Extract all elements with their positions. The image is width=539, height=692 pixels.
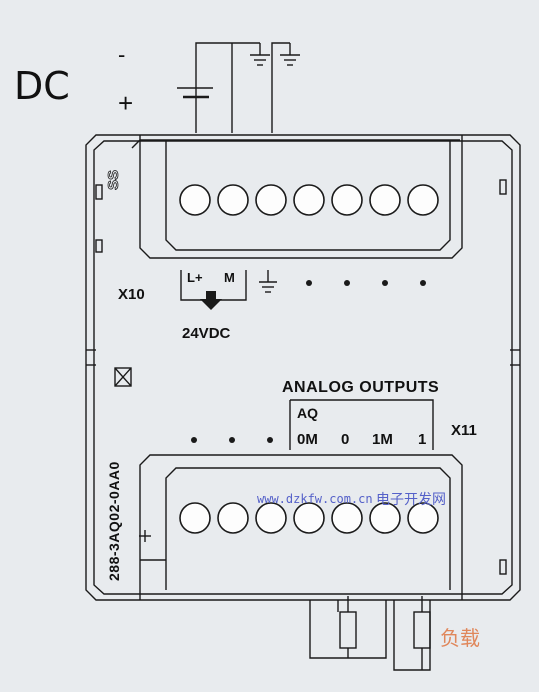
top-terminals bbox=[179, 184, 439, 216]
arrow-down-icon bbox=[200, 291, 222, 310]
terminal-0 bbox=[331, 502, 363, 534]
minus-label: - bbox=[118, 42, 126, 67]
terminal-b3 bbox=[255, 502, 287, 534]
module-housing bbox=[85, 134, 521, 601]
aq-bracket bbox=[290, 399, 434, 450]
terminal-1m bbox=[369, 502, 401, 534]
load-resistor-1 bbox=[339, 611, 357, 649]
pin-0-label: 0 bbox=[341, 431, 350, 448]
voltage-label: 24VDC bbox=[182, 325, 231, 342]
terminal-nc-3 bbox=[369, 184, 401, 216]
top-terminal-block bbox=[131, 135, 463, 259]
terminal-b2 bbox=[217, 502, 249, 534]
terminal-ground bbox=[255, 184, 287, 216]
watermark-url: www.dzkfw.com.cn bbox=[257, 492, 373, 506]
dc-label: DC bbox=[14, 64, 70, 108]
brand-logo: SS bbox=[105, 170, 122, 190]
analog-outputs-title: ANALOG OUTPUTS bbox=[282, 379, 440, 396]
terminal-nc-2 bbox=[331, 184, 363, 216]
terminal-b1 bbox=[179, 502, 211, 534]
bottom-terminal-block bbox=[139, 454, 463, 600]
pin-0m-label: 0M bbox=[297, 431, 318, 448]
load-label: 负载 bbox=[440, 628, 480, 650]
terminal-1 bbox=[407, 502, 439, 534]
plus-label: + bbox=[118, 88, 134, 118]
m-label: M bbox=[224, 270, 235, 285]
terminal-0m bbox=[293, 502, 325, 534]
load-resistor-2 bbox=[413, 611, 431, 649]
x11-label: X11 bbox=[451, 422, 477, 439]
unused-dots bbox=[191, 280, 426, 443]
terminal-nc-1 bbox=[293, 184, 325, 216]
aq-label: AQ bbox=[297, 405, 318, 421]
terminal-nc-4 bbox=[407, 184, 439, 216]
pin-1m-label: 1M bbox=[372, 431, 393, 448]
load-wiring bbox=[309, 596, 431, 671]
part-number: 288-3AQ02-0AA0 bbox=[106, 461, 122, 581]
terminal-lplus bbox=[179, 184, 211, 216]
power-wiring bbox=[177, 42, 300, 133]
watermark-site: 电子开发网 bbox=[376, 491, 446, 507]
ground-symbol bbox=[259, 270, 277, 293]
bottom-terminals bbox=[179, 502, 439, 534]
pin-1-label: 1 bbox=[418, 431, 427, 448]
lplus-label: L+ bbox=[187, 270, 203, 285]
x10-label: X10 bbox=[118, 286, 145, 303]
terminal-m bbox=[217, 184, 249, 216]
